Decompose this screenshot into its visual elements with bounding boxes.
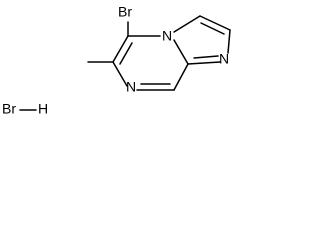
atom-nitrogen-pyrazine: N: [126, 79, 136, 95]
bond-n1-c8a: [187, 61, 221, 65]
atom-bromine: Br: [118, 4, 132, 20]
salt-bromine: Br: [2, 101, 16, 117]
atom-nitrogen-bridge: N: [162, 28, 172, 44]
bonds: [19, 15, 231, 111]
bond-c3-c2: [199, 15, 231, 31]
bond-n1-c8a-inner: [193, 55, 219, 59]
atom-nitrogen-imidazole: N: [219, 51, 229, 67]
bond-c5-c6: [112, 35, 129, 63]
bond-c8a-n4: [173, 39, 189, 65]
chemical-structure: Br N N N Br H: [2, 4, 231, 117]
atom-labels: Br N N N Br H: [2, 4, 229, 117]
bond-n4-c3: [173, 15, 201, 33]
bond-c8-c8a: [173, 63, 189, 91]
bond-c3-c2-inner: [200, 22, 225, 35]
bond-c5-c6-inner: [119, 42, 133, 65]
salt-hydrogen: H: [38, 101, 48, 117]
bond-c6-n7: [112, 61, 128, 87]
bond-c2-n1: [227, 29, 231, 54]
